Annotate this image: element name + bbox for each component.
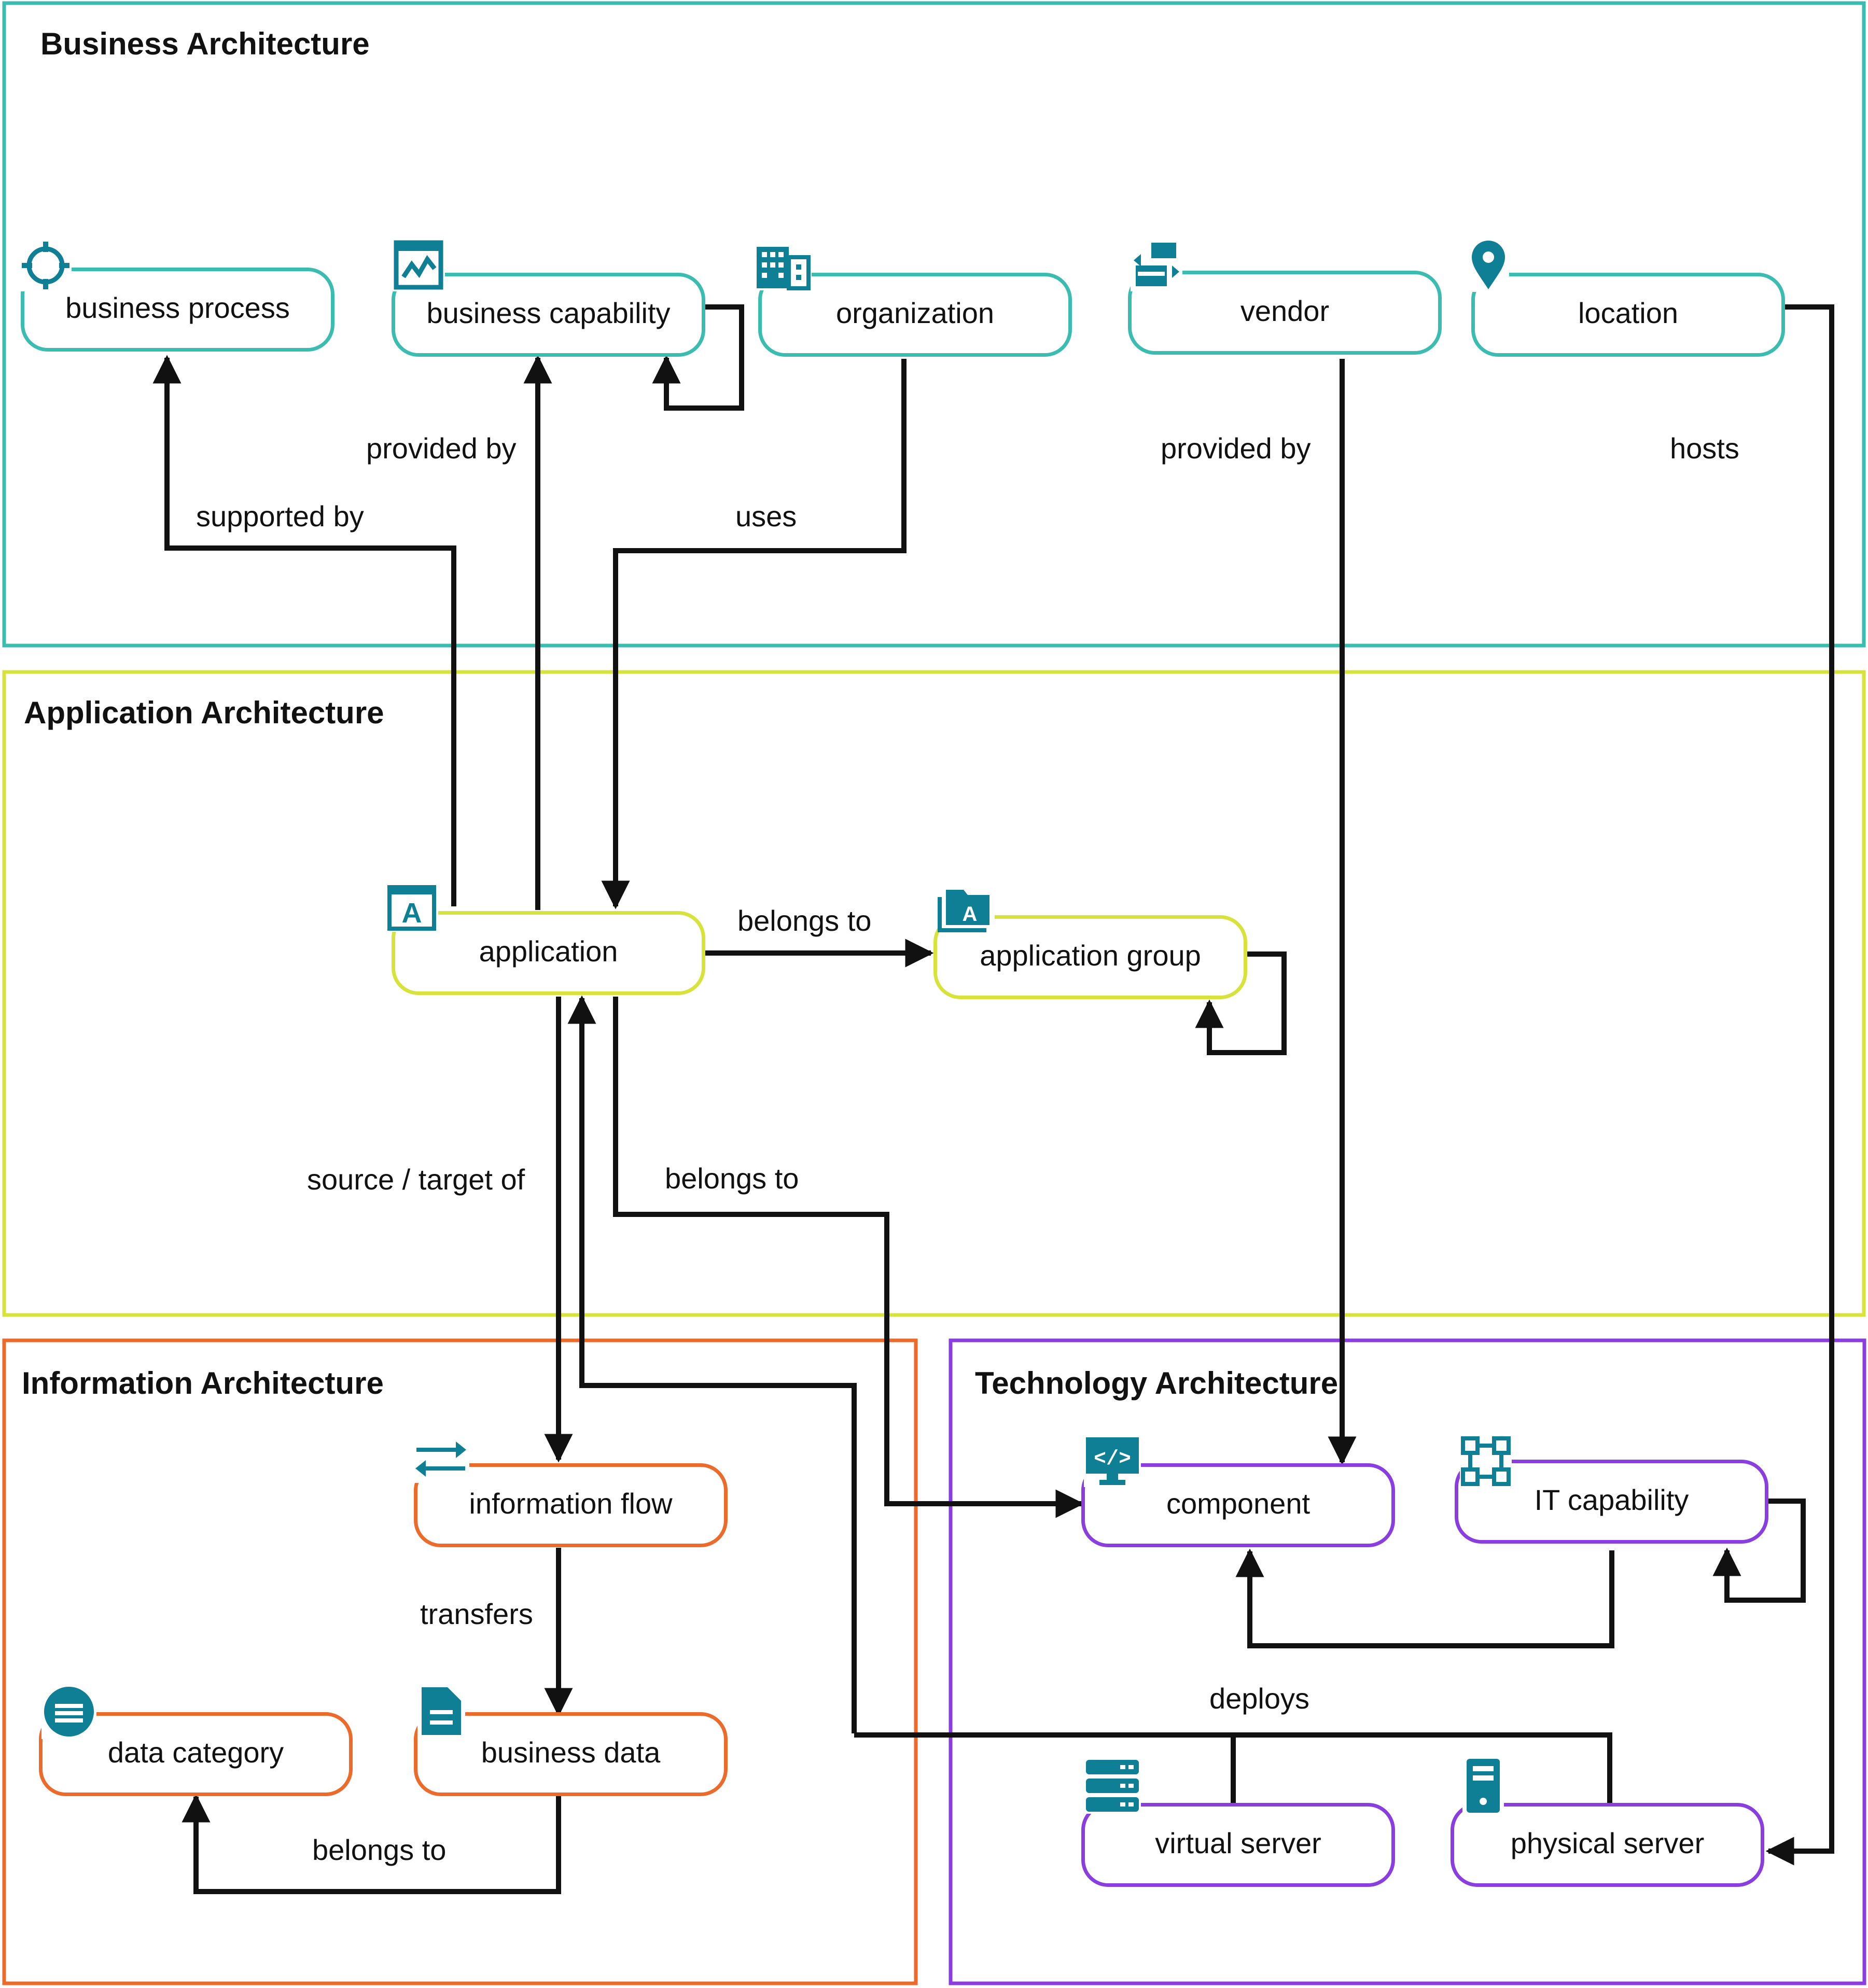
node-label: information flow xyxy=(469,1487,673,1520)
information-layer-title: Information Architecture xyxy=(22,1366,384,1401)
folder-icon: A xyxy=(938,886,995,932)
node-label: vendor xyxy=(1240,294,1330,327)
monitor-code-icon: </> xyxy=(1084,1435,1141,1487)
edge-belongs-to-component xyxy=(613,997,1084,1518)
edge-label-provided-by-vendor: provided by xyxy=(1161,432,1311,465)
node-business-process[interactable]: business process xyxy=(21,268,334,352)
edge-label-provided-by-capability: provided by xyxy=(366,432,517,465)
node-label: physical server xyxy=(1510,1826,1705,1859)
edge-label-belongs-to-group: belongs to xyxy=(737,904,872,937)
edge-it-capability-self-loop xyxy=(1712,1499,1806,1603)
svg-text:</>: </> xyxy=(1094,1448,1131,1471)
chart-icon xyxy=(393,240,445,291)
node-label: component xyxy=(1166,1487,1311,1520)
map-pin-icon xyxy=(1468,237,1509,292)
edge-label-belongs-to-component: belongs to xyxy=(665,1162,799,1195)
edge-label-deploys: deploys xyxy=(1209,1682,1310,1715)
nodes-icon xyxy=(1460,1435,1512,1487)
application-layer-frame xyxy=(2,670,1866,1317)
swap-arrows-icon xyxy=(412,1436,469,1483)
node-label: application xyxy=(479,934,618,968)
server-stack-icon xyxy=(1084,1758,1141,1814)
business-layer-title: Business Architecture xyxy=(40,26,370,61)
information-layer-frame xyxy=(2,1338,918,1985)
node-label: organization xyxy=(835,296,995,329)
edge-deploys-to-application xyxy=(567,995,857,1733)
node-label: virtual server xyxy=(1155,1826,1321,1859)
node-location[interactable]: location xyxy=(1471,273,1785,357)
node-it-capability[interactable]: IT capability xyxy=(1455,1460,1768,1544)
vendor-icon xyxy=(1131,240,1182,291)
target-icon xyxy=(20,240,72,291)
node-virtual-server[interactable]: virtual server xyxy=(1081,1803,1395,1887)
edge-uses xyxy=(601,359,907,909)
node-business-data[interactable]: business data xyxy=(414,1712,728,1796)
business-layer-frame xyxy=(2,1,1866,648)
node-physical-server[interactable]: physical server xyxy=(1451,1803,1764,1887)
edge-hosts xyxy=(1765,304,1834,1866)
building-icon xyxy=(755,244,812,290)
node-label: application group xyxy=(980,939,1201,972)
edge-capability-to-component xyxy=(1235,1548,1614,1648)
edge-label-transfers: transfers xyxy=(420,1598,533,1630)
edge-label-uses: uses xyxy=(735,500,797,533)
edge-label-supported-by: supported by xyxy=(196,500,364,533)
application-icon: A xyxy=(386,884,438,932)
edge-label-hosts: hosts xyxy=(1670,432,1739,465)
technology-layer-title: Technology Architecture xyxy=(975,1366,1339,1401)
node-label: location xyxy=(1578,296,1679,329)
edge-label-source-target-of: source / target of xyxy=(307,1163,525,1196)
node-application[interactable]: application xyxy=(392,911,705,995)
node-label: business data xyxy=(481,1735,661,1769)
server-tower-icon xyxy=(1462,1757,1504,1815)
node-business-capability[interactable]: business capability xyxy=(392,273,705,357)
edge-group-self-loop xyxy=(1195,951,1287,1055)
edge-supported-by xyxy=(152,355,456,906)
list-circle-icon xyxy=(41,1684,96,1739)
svg-text:A: A xyxy=(963,903,978,926)
node-label: data category xyxy=(107,1735,284,1769)
edge-deploys-bus xyxy=(854,1732,1612,1803)
document-icon xyxy=(417,1684,465,1739)
svg-text:A: A xyxy=(402,898,422,929)
technology-layer-frame xyxy=(949,1338,1866,1985)
node-label: IT capability xyxy=(1534,1483,1689,1516)
edge-label-belongs-to-category: belongs to xyxy=(312,1833,447,1866)
application-layer-title: Application Architecture xyxy=(24,695,384,730)
edge-capability-self-loop xyxy=(652,304,744,411)
edge-belongs-to-category xyxy=(182,1794,561,1894)
node-label: business capability xyxy=(426,296,671,329)
node-label: business process xyxy=(65,291,290,324)
